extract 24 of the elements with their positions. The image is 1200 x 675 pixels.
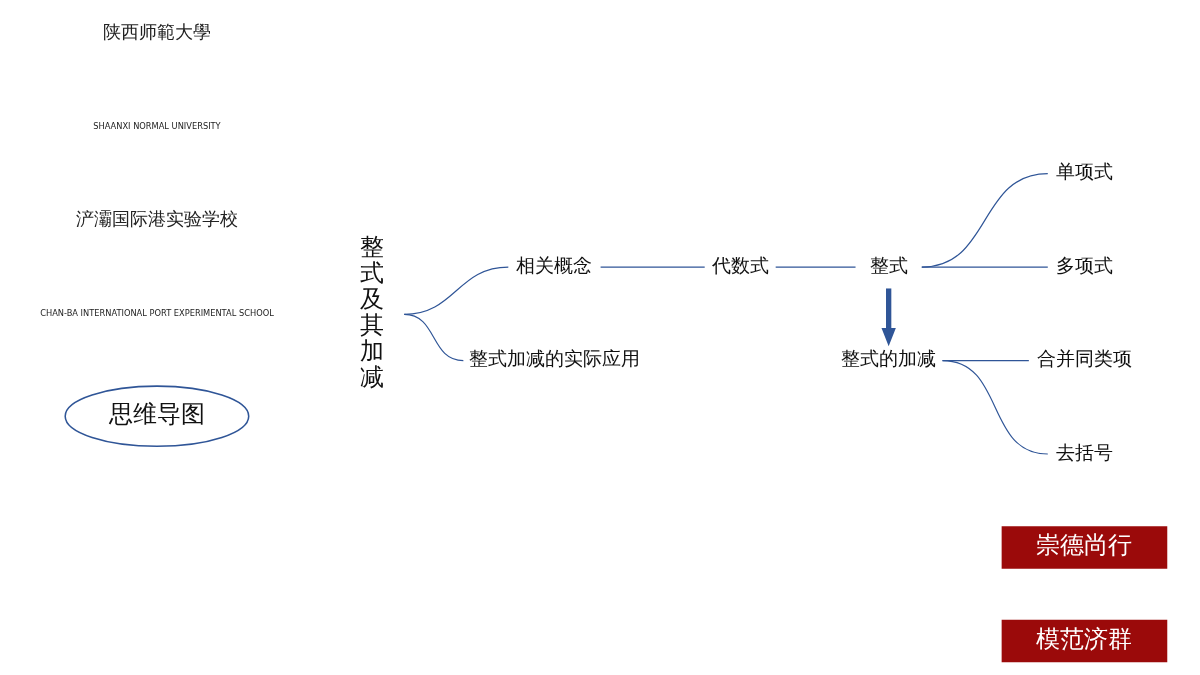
node-text: 单项式 — [1055, 160, 1113, 183]
node-text: 合并同类项 — [1036, 347, 1132, 370]
connector — [403, 313, 464, 362]
label: SHAANXI NORMAL UNIVERSITY — [93, 121, 221, 132]
node-text: 代数式 — [711, 253, 769, 276]
label: 陕西师範大學 — [102, 22, 211, 43]
node-text: 相关概念 — [516, 253, 593, 276]
label: 模范济群 — [1036, 624, 1133, 653]
node-text: 整式及其加减 — [360, 233, 385, 392]
connector — [775, 266, 857, 268]
connector — [600, 266, 706, 268]
node-text: 整式加减的实际应用 — [468, 347, 640, 370]
label: 浐灞国际港实验学校 — [75, 209, 238, 230]
node-text: 整式的加减 — [841, 347, 937, 370]
connector — [921, 173, 1049, 268]
node-ellipse: 思维导图 — [64, 385, 250, 447]
label: 崇德尚行 — [1036, 531, 1133, 560]
node-text: 多项式 — [1055, 253, 1113, 276]
arrow — [881, 288, 896, 347]
connector — [941, 360, 1049, 455]
node-text: 去括号 — [1055, 440, 1113, 463]
label: CHAN-BA INTERNATIONAL PORT EXPERIMENTAL SCHOOL — [40, 308, 274, 319]
node-text: 整式 — [869, 253, 908, 276]
connector — [921, 266, 1049, 268]
